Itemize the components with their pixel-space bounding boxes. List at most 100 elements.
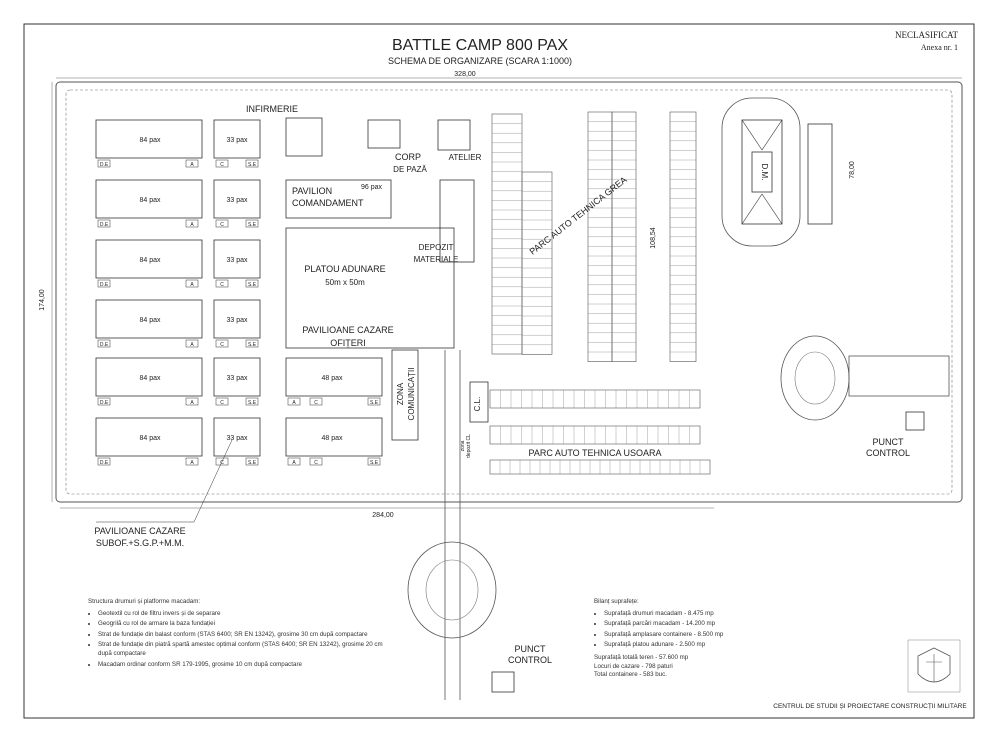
workshop-label: ATELIER [449,153,482,162]
dm-building [741,119,783,225]
officer-barrack-capacity: 48 pax [321,435,343,442]
road-notes-list: Geotextil cu rol de filtru invers și de … [88,610,388,670]
surface-balance-notes: Bilanț suprafețe: Suprafață drumuri maca… [594,598,794,680]
barrack-large-capacity: 84 pax [139,137,161,144]
service-container-code: C [220,162,224,168]
service-container-code: S.E [248,282,257,288]
dm-label-box [751,151,773,193]
barrack-large-capacity: 84 pax [139,257,161,264]
roundabout-right [780,335,850,421]
service-container-code: A [190,162,194,168]
barrack-small [213,299,261,339]
service-container [185,159,199,168]
barrack-small [213,239,261,279]
officer-pavilions-label-1: PAVILIOANE CAZARE [302,325,393,335]
barrack-small [213,119,261,159]
depot-building [439,179,475,263]
service-container [215,279,229,288]
service-container-code: A [190,342,194,348]
service-container [309,397,323,406]
service-container-code: S.E [248,342,257,348]
barrack-small-capacity: 33 pax [226,137,248,144]
side-shed [807,123,833,225]
barrack-small [213,179,261,219]
officer-barrack [285,417,383,457]
dm-roof-2 [761,119,783,151]
infirmary-label: INFIRMERIE [246,104,298,114]
service-container-code: A [190,282,194,288]
light-parking-label: PARC AUTO TEHNICA USOARA [528,448,661,458]
perimeter-inner [65,89,953,495]
service-container [245,159,259,168]
light-parking-area [489,389,711,475]
road-note-item: Macadam ordinar conform SR 179-1995, gro… [98,661,388,670]
crest-logo-icon [917,647,951,683]
service-container-code: C [220,400,224,406]
depot-label-2: MATERIALE [414,255,459,264]
service-container [97,159,111,168]
service-container [97,397,111,406]
road-note-item: Geogrilă cu rol de armare la baza fundaț… [98,620,388,629]
control-post-bottom [491,671,515,693]
service-container-code: C [314,400,318,406]
service-container-code: A [190,460,194,466]
command-label-2: COMANDAMENT [292,198,364,208]
service-container [367,457,381,466]
service-container-code: S.E [370,460,379,466]
barrack-small-capacity: 33 pax [226,257,248,264]
gate-road-right [848,355,950,397]
comm-zone-label-1: ZONA [396,382,405,405]
barrack-large-capacity: 84 pax [139,435,161,442]
service-container-code: D.E [100,222,109,228]
assembly-label-2: 50m x 50m [325,278,365,287]
service-container-code: D.E [100,460,109,466]
service-container-code: D.E [100,282,109,288]
service-container [215,159,229,168]
control-right-label-1: PUNCT [873,437,905,447]
command-capacity: 96 pax [361,184,383,191]
assembly-area [285,227,455,349]
service-container-code: S.E [248,400,257,406]
barrack-large-capacity: 84 pax [139,197,161,204]
cl-label: C.L. [473,397,482,412]
logo-frame [907,639,961,693]
control-bottom-label-2: CONTROL [508,655,552,665]
service-container-code: C [220,342,224,348]
service-container [185,339,199,348]
service-container [245,219,259,228]
officer-barrack-capacity: 48 pax [321,375,343,382]
service-container-code: D.E [100,400,109,406]
footer-org: CENTRUL DE STUDII ȘI PROIECTARE CONSTRUC… [773,703,967,710]
barrack-small-capacity: 33 pax [226,317,248,324]
roundabout-bottom-inner [425,559,479,621]
guard-house-label-1: CORP [395,152,421,162]
service-container-code: S.E [248,162,257,168]
parking-column [491,113,523,355]
control-bottom-label-1: PUNCT [515,644,547,654]
barrack-small [213,417,261,457]
command-pavilion-building [285,179,392,219]
service-container-code: S.E [248,222,257,228]
surface-note-item: Suprafață platou adunare - 2.500 mp [604,641,794,650]
callout-line-2 [193,439,233,523]
page-subtitle: SCHEMA DE ORGANIZARE (SCARA 1:1000) [388,56,572,66]
dim-top: 328,00 [454,71,476,78]
service-container-code: C [220,222,224,228]
officer-barrack [285,357,383,397]
service-container [367,397,381,406]
service-container [185,457,199,466]
guard-house-label-2: DE PAZĂ [393,165,427,174]
service-container [97,457,111,466]
surface-note-item: Suprafață drumuri macadam - 8.475 mp [604,610,794,619]
heavy-parking-label: PARC AUTO TEHNICA GREA [528,175,629,257]
barrack-large [95,417,203,457]
classification-label: NECLASIFICAT [895,30,959,40]
service-container [185,397,199,406]
service-container-code: S.E [370,400,379,406]
service-container [309,457,323,466]
perimeter-outer [55,81,963,503]
heavy-parking-area [491,111,697,362]
dm-yard-outer [721,97,801,247]
